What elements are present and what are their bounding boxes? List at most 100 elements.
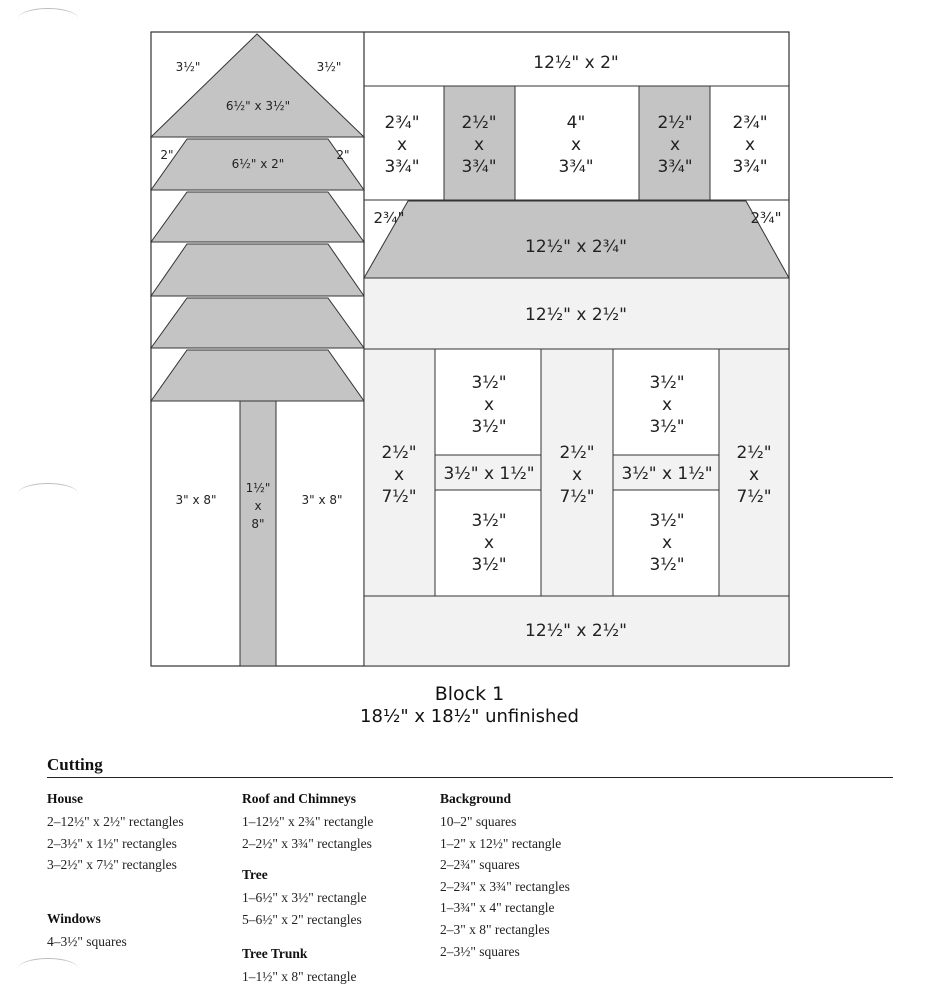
tree-corner-left-label: 3½" bbox=[176, 60, 201, 74]
chimney-cell-2-line-3: 3¾" bbox=[461, 157, 496, 177]
chimney-cell-1-line-1: 2¾" bbox=[384, 113, 419, 133]
window-2-bottom-line-2: x bbox=[662, 533, 672, 553]
cutting-group-title: Tree Trunk bbox=[242, 946, 308, 961]
cutting-group-title: House bbox=[47, 791, 84, 806]
page-curl-top bbox=[18, 8, 78, 29]
tree-trunk bbox=[239, 400, 277, 667]
window-2-top-line-1: 3½" bbox=[649, 373, 684, 393]
mid-strip-label: 12½" x 2½" bbox=[525, 305, 627, 325]
chimney-cell-2-line-1: 2½" bbox=[461, 113, 496, 133]
column-3-line-2: x bbox=[749, 465, 759, 485]
block-size: 18½" x 18½" unfinished bbox=[360, 706, 579, 727]
column-3-line-3: 7½" bbox=[736, 487, 771, 507]
cutting-item: 2–2¾" x 3¾" rectangles bbox=[440, 878, 570, 894]
chimney-cell-5-line-1: 2¾" bbox=[732, 113, 767, 133]
cutting-item: 2–3" x 8" rectangles bbox=[440, 921, 550, 937]
cutting-group: Roof and Chimneys 1–12½" x 2¾" rectangle 2… bbox=[242, 791, 442, 854]
house-bottom-strip bbox=[363, 595, 790, 667]
window-2-bottom-line-1: 3½" bbox=[649, 511, 684, 531]
cutting-group-title: Tree bbox=[242, 867, 268, 882]
chimney-left bbox=[443, 85, 516, 201]
cutting-item: 10–2" squares bbox=[440, 814, 517, 829]
dimension-labels: 3½" 3½" 6½" x 3½" 2" 2" 6½" x 2" 3" x 8"… bbox=[160, 53, 781, 641]
cutting-item: 2–3½" x 1½" rectangles bbox=[47, 835, 177, 851]
tree-row2-center-label: 6½" x 2" bbox=[232, 157, 285, 171]
tree-corner-right-label: 3½" bbox=[317, 60, 342, 74]
chimney-cell-3-line-1: 4" bbox=[567, 113, 586, 133]
window-1-top-line-2: x bbox=[484, 395, 494, 415]
tree-row2-left-label: 2" bbox=[160, 148, 173, 162]
page-curl-middle bbox=[18, 483, 78, 504]
cutting-item: 2–12½" x 2½" rectangles bbox=[47, 814, 184, 829]
tree-tier-5 bbox=[150, 349, 365, 402]
chimney-cell-5-line-3: 3¾" bbox=[732, 157, 767, 177]
tree-tier-4 bbox=[150, 297, 365, 349]
chimney-cell-2-line-2: x bbox=[474, 135, 484, 155]
chimney-cell-4-line-3: 3¾" bbox=[657, 157, 692, 177]
roof-corner-right-label: 2¾" bbox=[751, 209, 782, 227]
window-2-top-line-3: 3½" bbox=[649, 417, 684, 437]
cutting-item: 1–6½" x 3½" rectangle bbox=[242, 890, 367, 905]
top-strip-label: 12½" x 2" bbox=[533, 53, 618, 73]
cutting-item: 1–12½" x 2¾" rectangle bbox=[242, 814, 374, 829]
cutting-group: Background 10–2" squares 1–2" x 12½" recta… bbox=[440, 791, 640, 962]
house-column-1 bbox=[363, 348, 436, 597]
roof-corner-left-label: 2¾" bbox=[374, 209, 405, 227]
chimney-cell-3-line-2: x bbox=[571, 135, 581, 155]
cutting-item: 1–3¾" x 4" rectangle bbox=[440, 900, 555, 916]
trunk-label-line-1: 1½" bbox=[246, 481, 271, 495]
roof-label: 12½" x 2¾" bbox=[525, 237, 627, 257]
cutting-group: House 2–12½" x 2½" rectangles 2–3½" x 1½" … bbox=[47, 791, 247, 876]
cutting-group-title: Background bbox=[440, 791, 512, 806]
column-1-line-2: x bbox=[394, 465, 404, 485]
cutting-group: Windows 4–3½" squares bbox=[47, 911, 247, 953]
column-1-line-3: 7½" bbox=[381, 487, 416, 507]
house-middle-strip bbox=[363, 277, 790, 350]
window-2-top-line-2: x bbox=[662, 395, 672, 415]
cutting-heading: Cutting bbox=[47, 755, 893, 778]
trunk-label-line-3: 8" bbox=[251, 517, 264, 531]
window-2-sill-label: 3½" x 1½" bbox=[621, 464, 712, 484]
cutting-item: 3–2½" x 7½" rectangles bbox=[47, 857, 177, 873]
column-1-line-1: 2½" bbox=[381, 443, 416, 463]
trunk-label-line-2: x bbox=[254, 499, 261, 513]
column-3-line-1: 2½" bbox=[736, 443, 771, 463]
tree-top-triangle-label: 6½" x 3½" bbox=[226, 99, 290, 113]
block-shapes bbox=[149, 31, 790, 667]
tree-tier-3 bbox=[150, 243, 365, 297]
chimney-right bbox=[638, 85, 711, 201]
window-1-top-line-1: 3½" bbox=[471, 373, 506, 393]
cutting-item: 1–2" x 12½" rectangle bbox=[440, 835, 562, 851]
house-column-3 bbox=[718, 348, 790, 597]
trunk-right-label: 3" x 8" bbox=[301, 493, 342, 507]
house-column-2 bbox=[540, 348, 614, 597]
quilt-block-diagram: 3½" 3½" 6½" x 3½" 2" 2" 6½" x 2" 3" x 8"… bbox=[149, 31, 790, 667]
trunk-left-label: 3" x 8" bbox=[175, 493, 216, 507]
column-2-line-2: x bbox=[572, 465, 582, 485]
chimney-cell-1-line-3: 3¾" bbox=[384, 157, 419, 177]
cutting-group-title: Windows bbox=[47, 911, 101, 926]
window-1-bottom-line-3: 3½" bbox=[471, 555, 506, 575]
tree-tier-2 bbox=[150, 191, 365, 243]
block-title: Block 1 bbox=[434, 683, 505, 705]
window-1-top-line-3: 3½" bbox=[471, 417, 506, 437]
cutting-group-title: Roof and Chimneys bbox=[242, 791, 357, 806]
cutting-item: 2–2½" x 3¾" rectangles bbox=[242, 835, 372, 851]
chimney-cell-5-line-2: x bbox=[745, 135, 755, 155]
page-curl-bottom bbox=[18, 958, 78, 979]
bottom-strip-label: 12½" x 2½" bbox=[525, 621, 627, 641]
cutting-item: 2–3½" squares bbox=[440, 943, 520, 959]
chimney-cell-3-line-3: 3¾" bbox=[558, 157, 593, 177]
window-2-bottom-line-3: 3½" bbox=[649, 555, 684, 575]
chimney-cell-1-line-2: x bbox=[397, 135, 407, 155]
column-2-line-1: 2½" bbox=[559, 443, 594, 463]
column-2-line-3: 7½" bbox=[559, 487, 594, 507]
tree-row2-right-label: 2" bbox=[336, 148, 349, 162]
cutting-item: 4–3½" squares bbox=[47, 934, 127, 949]
cutting-item: 2–2¾" squares bbox=[440, 857, 520, 873]
cutting-item: 5–6½" x 2" rectangles bbox=[242, 911, 362, 927]
window-1-bottom-line-1: 3½" bbox=[471, 511, 506, 531]
cutting-section: Cutting House 2–12½" x 2½" rectangles 2–3½… bbox=[47, 755, 893, 984]
chimney-cell-4-line-1: 2½" bbox=[657, 113, 692, 133]
